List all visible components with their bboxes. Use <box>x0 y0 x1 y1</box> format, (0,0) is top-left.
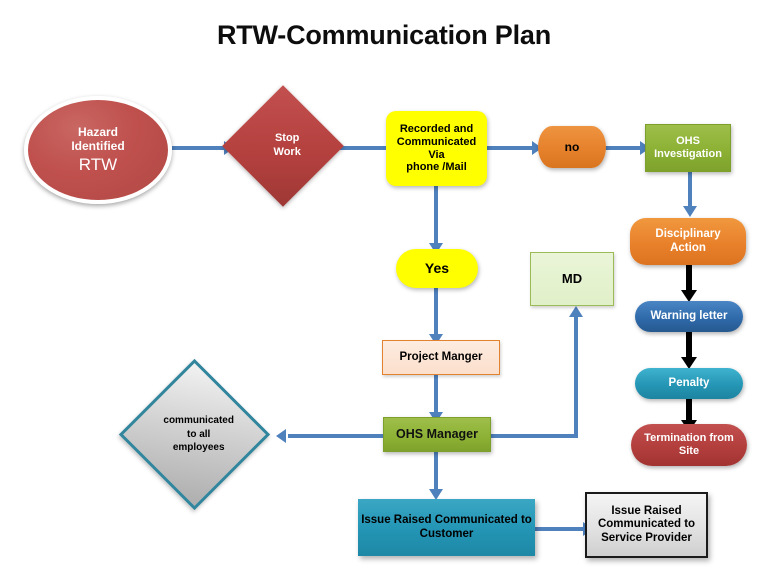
node-issue-raised-customer[interactable]: Issue Raised Communicated to Customer <box>358 499 535 556</box>
node-disciplinary-line1: Disciplinary <box>655 227 721 240</box>
connector-ohs-manager-to-issue-customer <box>434 452 438 494</box>
node-ohs-investigation[interactable]: OHS Investigation <box>645 124 731 172</box>
node-no[interactable]: no <box>538 126 606 168</box>
node-project-manager[interactable]: Project Manger <box>382 340 500 375</box>
connector-recorded-to-yes <box>434 186 438 246</box>
node-issue-provider-line2: Communicated to <box>597 518 696 531</box>
node-issue-customer-line1: Issue Raised Communicated to <box>361 513 532 526</box>
arrowhead-ohs-manager-to-issue-customer <box>429 489 443 500</box>
node-issue-raised-service-provider[interactable]: Issue Raised Communicated to Service Pro… <box>585 492 708 558</box>
connector-no-to-investigation <box>604 146 644 150</box>
node-issue-provider-line1: Issue Raised <box>611 504 682 517</box>
node-recorded-line4: phone /Mail <box>406 161 467 174</box>
arrowhead-recorded-to-no <box>532 141 542 155</box>
node-md[interactable]: MD <box>530 252 614 306</box>
node-issue-customer-line2: Customer <box>419 527 474 540</box>
node-ohs-investigation-line1: OHS <box>676 135 700 148</box>
node-stop-work-line1: Stop <box>274 132 300 145</box>
node-warning-letter[interactable]: Warning letter <box>635 301 743 332</box>
node-ohs-manager[interactable]: OHS Manager <box>383 417 491 452</box>
node-start-line2: Identified <box>71 138 125 153</box>
node-communicated-line2: to all <box>186 428 211 440</box>
node-start-line1: Hazard <box>77 124 118 139</box>
connector-ohs-manager-to-md-vertical <box>574 316 578 438</box>
node-communicated-to-all-employees[interactable]: communicated to all employees <box>118 358 271 511</box>
node-termination-line1: Termination from <box>644 432 734 445</box>
connector-stopwork-to-recorded <box>332 146 386 150</box>
connector-penalty-to-termination <box>686 398 692 424</box>
node-yes-label: Yes <box>424 260 450 277</box>
connector-start-to-stopwork <box>172 146 224 150</box>
arrowhead-ohs-manager-to-md <box>569 306 583 317</box>
node-start-line3: RTW <box>78 155 118 175</box>
arrowhead-investigation-to-disciplinary <box>683 206 697 217</box>
node-issue-provider-line3: Service Provider <box>601 531 692 544</box>
arrowhead-warning-to-penalty <box>681 357 697 369</box>
node-recorded-line3: Via <box>428 148 445 161</box>
node-stop-work[interactable]: Stop Work <box>222 85 344 207</box>
node-ohs-investigation-line2: Investigation <box>654 148 722 160</box>
node-warning-letter-label: Warning letter <box>650 309 728 322</box>
node-termination-line2: Site <box>678 445 700 457</box>
node-no-label: no <box>564 139 580 154</box>
arrowhead-recorded-to-yes <box>429 243 443 254</box>
node-disciplinary-line2: Action <box>670 241 706 254</box>
arrowhead-disciplinary-to-warning <box>681 290 697 302</box>
node-md-label: MD <box>561 271 583 287</box>
connector-yes-to-project-manager <box>434 288 438 338</box>
node-communicated-line3: employees <box>172 442 225 454</box>
node-penalty-label: Penalty <box>668 376 710 389</box>
node-recorded-line1: Recorded and <box>399 122 474 135</box>
node-yes[interactable]: Yes <box>396 249 478 288</box>
connector-ohs-manager-to-communicated <box>288 434 384 438</box>
node-ohs-manager-label: OHS Manager <box>396 427 478 442</box>
connector-warning-to-penalty <box>686 331 692 361</box>
connector-investigation-to-disciplinary <box>688 172 692 208</box>
node-penalty[interactable]: Penalty <box>635 368 743 399</box>
node-termination-from-site[interactable]: Termination from Site <box>631 424 747 466</box>
node-stop-work-text: Stop Work <box>240 132 326 160</box>
node-recorded-communicated[interactable]: Recorded and Communicated Via phone /Mai… <box>386 111 487 186</box>
node-recorded-line2: Communicated <box>396 135 477 148</box>
node-communicated-line1: communicated <box>163 415 234 427</box>
page-title: RTW-Communication Plan <box>216 20 552 50</box>
node-stop-work-line2: Work <box>273 146 301 158</box>
arrowhead-ohs-manager-to-communicated <box>276 429 286 443</box>
arrowhead-yes-to-project-manager <box>429 334 443 345</box>
connector-recorded-to-no <box>486 146 532 150</box>
node-disciplinary-action[interactable]: Disciplinary Action <box>630 218 746 265</box>
connector-disciplinary-to-warning <box>686 264 692 294</box>
node-hazard-identified-rtw[interactable]: Hazard Identified RTW <box>24 96 172 204</box>
node-communicated-text: communicated to all employees <box>144 414 245 455</box>
connector-ohs-manager-to-md-horizontal <box>490 434 578 438</box>
node-project-manager-label: Project Manger <box>399 350 483 363</box>
connector-issue-customer-to-service-provider <box>535 527 585 531</box>
connector-project-manager-to-ohs-manager <box>434 375 438 417</box>
